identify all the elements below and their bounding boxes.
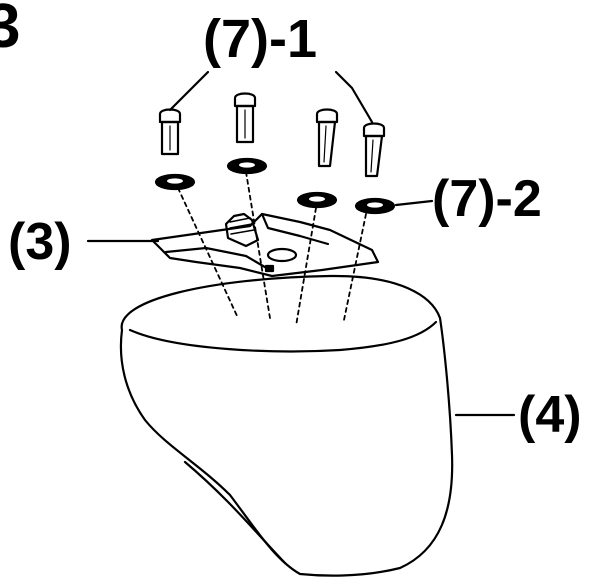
- leader-line-7-1-right: [334, 70, 374, 124]
- assembly-guide-lines: [177, 171, 367, 327]
- seat-plate: [150, 212, 380, 278]
- seat-top-rim: [128, 320, 438, 353]
- plate-spring-coil: [266, 247, 298, 263]
- guide-line: [343, 213, 367, 321]
- screw: [362, 122, 386, 178]
- plate-center-nut: [264, 264, 275, 273]
- step-number: 3: [0, 0, 21, 61]
- screw: [315, 108, 339, 168]
- washers-label: (7)-2: [432, 170, 542, 228]
- screw: [233, 92, 257, 144]
- plate-inner-edge: [260, 212, 330, 246]
- washer: [296, 191, 338, 209]
- leader-line-7-2: [394, 199, 434, 207]
- screw: [158, 108, 182, 156]
- washer: [354, 197, 396, 215]
- guide-line: [295, 207, 317, 327]
- washer: [226, 157, 268, 175]
- screws-label: (7)-1: [203, 9, 318, 69]
- seat-plate-label: (3): [8, 213, 72, 271]
- plate-lever: [224, 212, 260, 248]
- leader-line-7-1-left: [168, 70, 210, 112]
- seat-cushion: [119, 274, 454, 577]
- washer: [154, 173, 196, 191]
- guide-line: [177, 187, 239, 319]
- plate-lever-ridges: [229, 217, 255, 235]
- guide-line: [245, 171, 271, 319]
- plate-bracket: [164, 246, 272, 272]
- seat-side-crease: [183, 460, 287, 565]
- seat-cushion-label: (4): [518, 386, 582, 444]
